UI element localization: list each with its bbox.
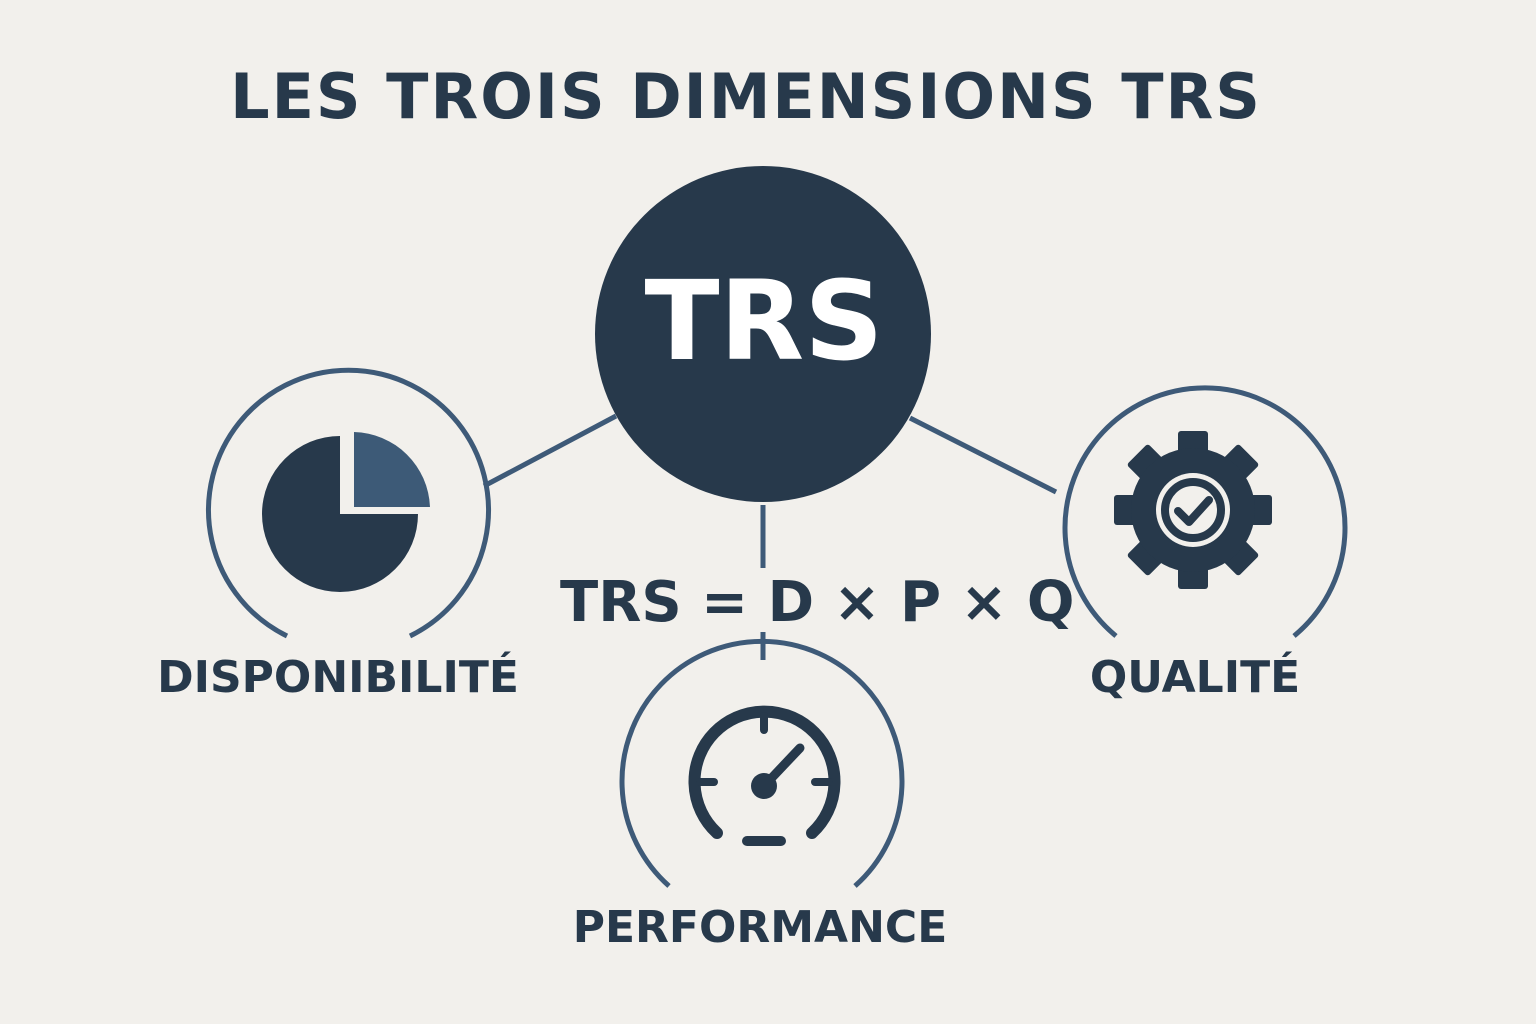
speedometer-icon	[688, 705, 841, 846]
label-qualite: QUALITÉ	[1089, 652, 1301, 703]
pie-chart-icon	[262, 432, 430, 592]
ring-performance	[619, 638, 905, 888]
page-title: LES TROIS DIMENSIONS TRS	[230, 60, 1262, 133]
ring-disponibilite	[206, 367, 491, 639]
trs-center-circle	[595, 166, 931, 502]
label-disponibilite: DISPONIBILITÉ	[157, 652, 519, 703]
ring-qualite	[1062, 385, 1348, 638]
gear-check-icon	[1114, 431, 1272, 589]
trs-center-label: TRS	[644, 257, 884, 385]
connector-dispo	[482, 413, 618, 489]
connector-qualite	[908, 415, 1058, 495]
trs-formula: TRS = D × P × Q	[560, 570, 1075, 635]
label-performance: PERFORMANCE	[572, 902, 948, 953]
